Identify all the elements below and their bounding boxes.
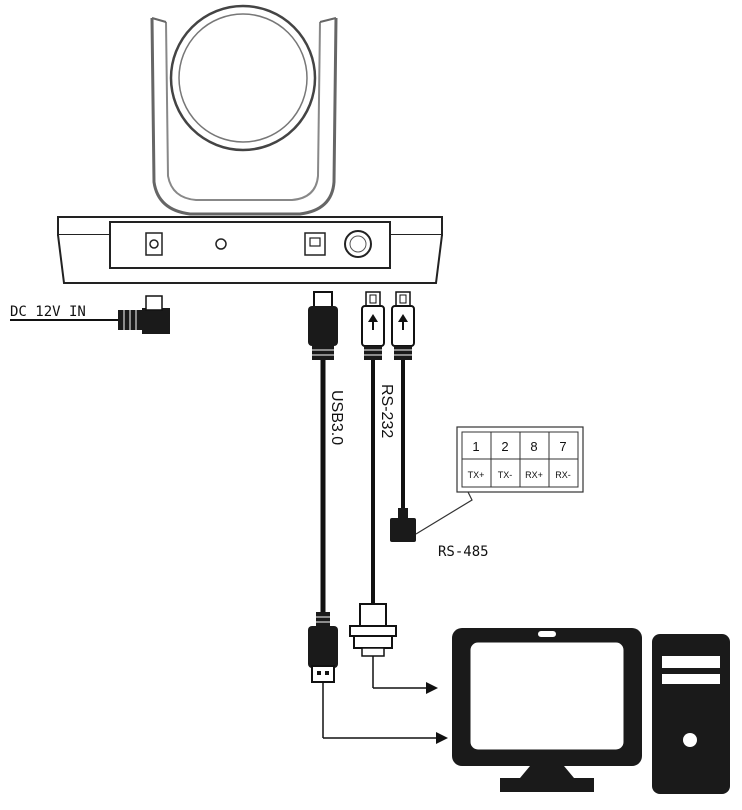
usb-a-connector-icon: [308, 612, 338, 683]
pin-number: 2: [501, 439, 508, 454]
screw-hole-icon: [215, 238, 227, 250]
db9-connector-icon: [349, 603, 397, 657]
pin-signal: RX-: [555, 470, 571, 480]
desktop-computer-icon: [452, 628, 730, 794]
rs485-pin-table: 1 2 8 7 TX+ TX- RX+ RX-: [456, 426, 584, 493]
monitor-icon: [452, 628, 642, 792]
rs485-terminal-icon: [390, 508, 416, 542]
tower-icon: [652, 634, 730, 794]
rs485-label: RS-485: [438, 544, 489, 560]
mini-din-port-icon: [344, 230, 372, 258]
rs232-label: RS-232: [378, 384, 395, 438]
usb-cable: USB3.0: [308, 291, 448, 744]
rs232-mini-din-plug-icon: [361, 291, 385, 360]
dc-power-cable: DC 12V IN: [10, 295, 170, 334]
rs485-mini-din-plug-icon: [391, 291, 415, 360]
rs485-cable: RS-485: [390, 291, 489, 560]
usb-b-connector-icon: [308, 291, 338, 360]
pin-number: 8: [530, 439, 537, 454]
dc-plug-icon: [118, 295, 170, 334]
pin-number: 7: [559, 439, 566, 454]
dc-power-port-icon: [145, 232, 163, 256]
dc-in-label: DC 12V IN: [10, 304, 86, 320]
rs232-cable: RS-232: [349, 291, 438, 694]
usb-label: USB3.0: [328, 390, 345, 445]
usb-port-icon: [304, 232, 326, 256]
pin-signal: TX-: [498, 470, 513, 480]
pin-signal: TX+: [468, 470, 485, 480]
pin-signal: RX+: [525, 470, 543, 480]
ptz-camera-icon: [57, 4, 443, 284]
pin-number: 1: [472, 439, 479, 454]
